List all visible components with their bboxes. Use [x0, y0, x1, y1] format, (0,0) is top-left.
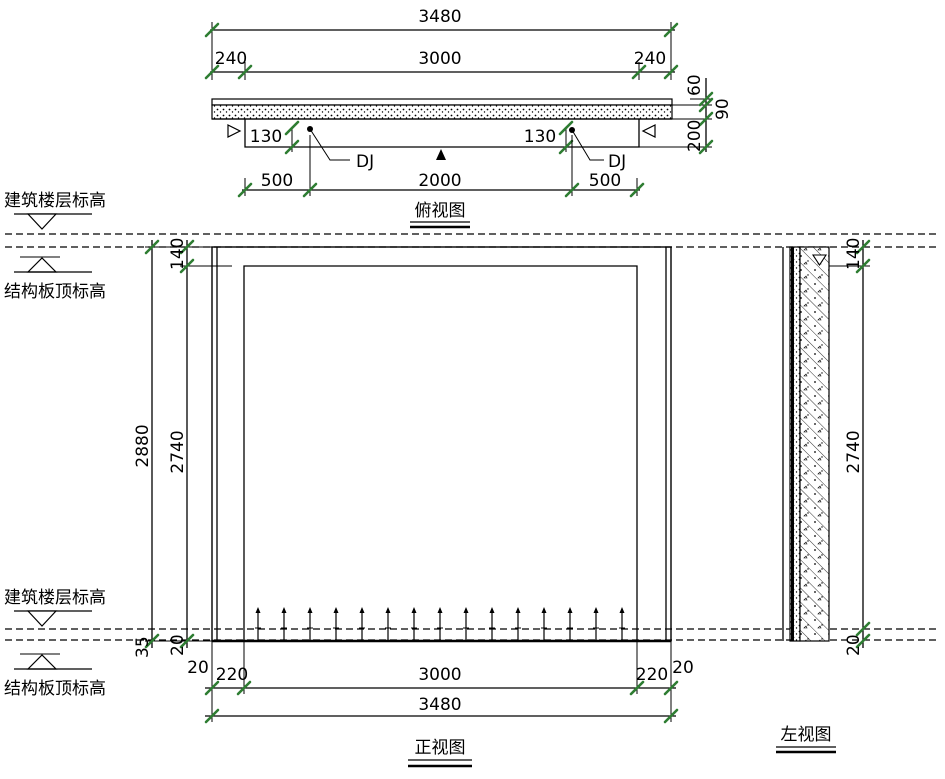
top-view-title: 俯视图 [415, 201, 466, 221]
top-speckled-layer [211, 104, 673, 120]
anchor-pin [463, 607, 469, 641]
floor-level-label-bottom: 建筑楼层标高 [4, 588, 106, 608]
top-depth-dim: 200 [685, 120, 705, 152]
front-bottom-edge-left-dim: 20 [187, 658, 209, 678]
anchor-pin [255, 607, 261, 641]
front-bottom-overall-dim: 3480 [418, 695, 461, 715]
front-view-title: 正视图 [415, 738, 466, 758]
floor-level-symbol-bottom [26, 610, 58, 627]
left-bottom-gap-dim: 20 [844, 634, 864, 656]
left-top-triangle [811, 254, 828, 267]
anchor-pin [489, 607, 495, 641]
top-spacing-middle-dim: 2000 [418, 171, 461, 191]
front-outer-frame [211, 246, 672, 642]
top-middle-dim: 3000 [418, 49, 461, 69]
front-bottom-side-right-dim: 220 [636, 665, 668, 685]
top-offset-right-dim: 130 [524, 127, 556, 147]
anchor-pin [619, 607, 625, 641]
anchor-pin [333, 607, 339, 641]
anchor-label-right: DJ [608, 152, 626, 172]
front-bottom-side-left-dim: 220 [216, 665, 248, 685]
top-thickness-top-dim: 60 [685, 74, 705, 96]
anchor-label-left: DJ [356, 152, 374, 172]
anchor-pin [541, 607, 547, 641]
left-view-title: 左视图 [781, 725, 832, 745]
front-bottom-edge-right-dim: 20 [672, 658, 694, 678]
floor-level-label-top: 建筑楼层标高 [4, 191, 106, 211]
slab-level-symbol-top [26, 257, 58, 273]
top-overall-dim: 3480 [418, 7, 461, 27]
front-bottom-left-b-dim: 20 [168, 634, 188, 656]
left-opening-height-dim: 2740 [844, 430, 864, 473]
anchor-pins [255, 607, 625, 641]
slab-level-symbol-bottom [26, 654, 58, 670]
anchor-pin [515, 607, 521, 641]
top-offset-left-dim: 130 [250, 127, 282, 147]
anchor-pin [307, 607, 313, 641]
support-triangle-right [641, 124, 656, 138]
floor-level-symbol-top [26, 213, 58, 230]
front-bottom-left-a-dim: 35 [133, 636, 153, 658]
left-facing-edge [791, 247, 794, 641]
anchor-pin [281, 607, 287, 641]
front-total-height-dim: 2880 [133, 424, 153, 467]
top-spacing-left-dim: 500 [261, 171, 293, 191]
front-inner-opening [243, 265, 638, 641]
front-bottom-middle-dim: 3000 [418, 665, 461, 685]
left-top-gap-dim: 140 [844, 238, 864, 270]
anchor-pin [437, 607, 443, 641]
front-top-gap-dim: 140 [168, 238, 188, 270]
slab-level-label-bottom: 结构板顶标高 [4, 679, 106, 699]
top-side-left-dim: 240 [215, 49, 247, 69]
center-marker [436, 149, 446, 160]
top-board [211, 98, 673, 106]
anchor-pin [385, 607, 391, 641]
front-opening-height-dim: 2740 [168, 430, 188, 473]
anchor-pin [593, 607, 599, 641]
anchor-pin [359, 607, 365, 641]
left-view: 140 2740 20 左视图 [776, 238, 871, 754]
top-view: 3480 240 3000 240 60 90 200 [204, 7, 733, 229]
anchor-pin [567, 607, 573, 641]
top-spacing-right-dim: 500 [589, 171, 621, 191]
anchor-pin [411, 607, 417, 641]
support-triangle-left [227, 124, 242, 138]
top-side-right-dim: 240 [634, 49, 666, 69]
front-view: 140 2880 2740 35 20 20 220 3000 220 20 3… [133, 238, 694, 768]
slab-level-label-top: 结构板顶标高 [4, 282, 106, 302]
top-thickness-total-dim: 90 [713, 98, 733, 120]
